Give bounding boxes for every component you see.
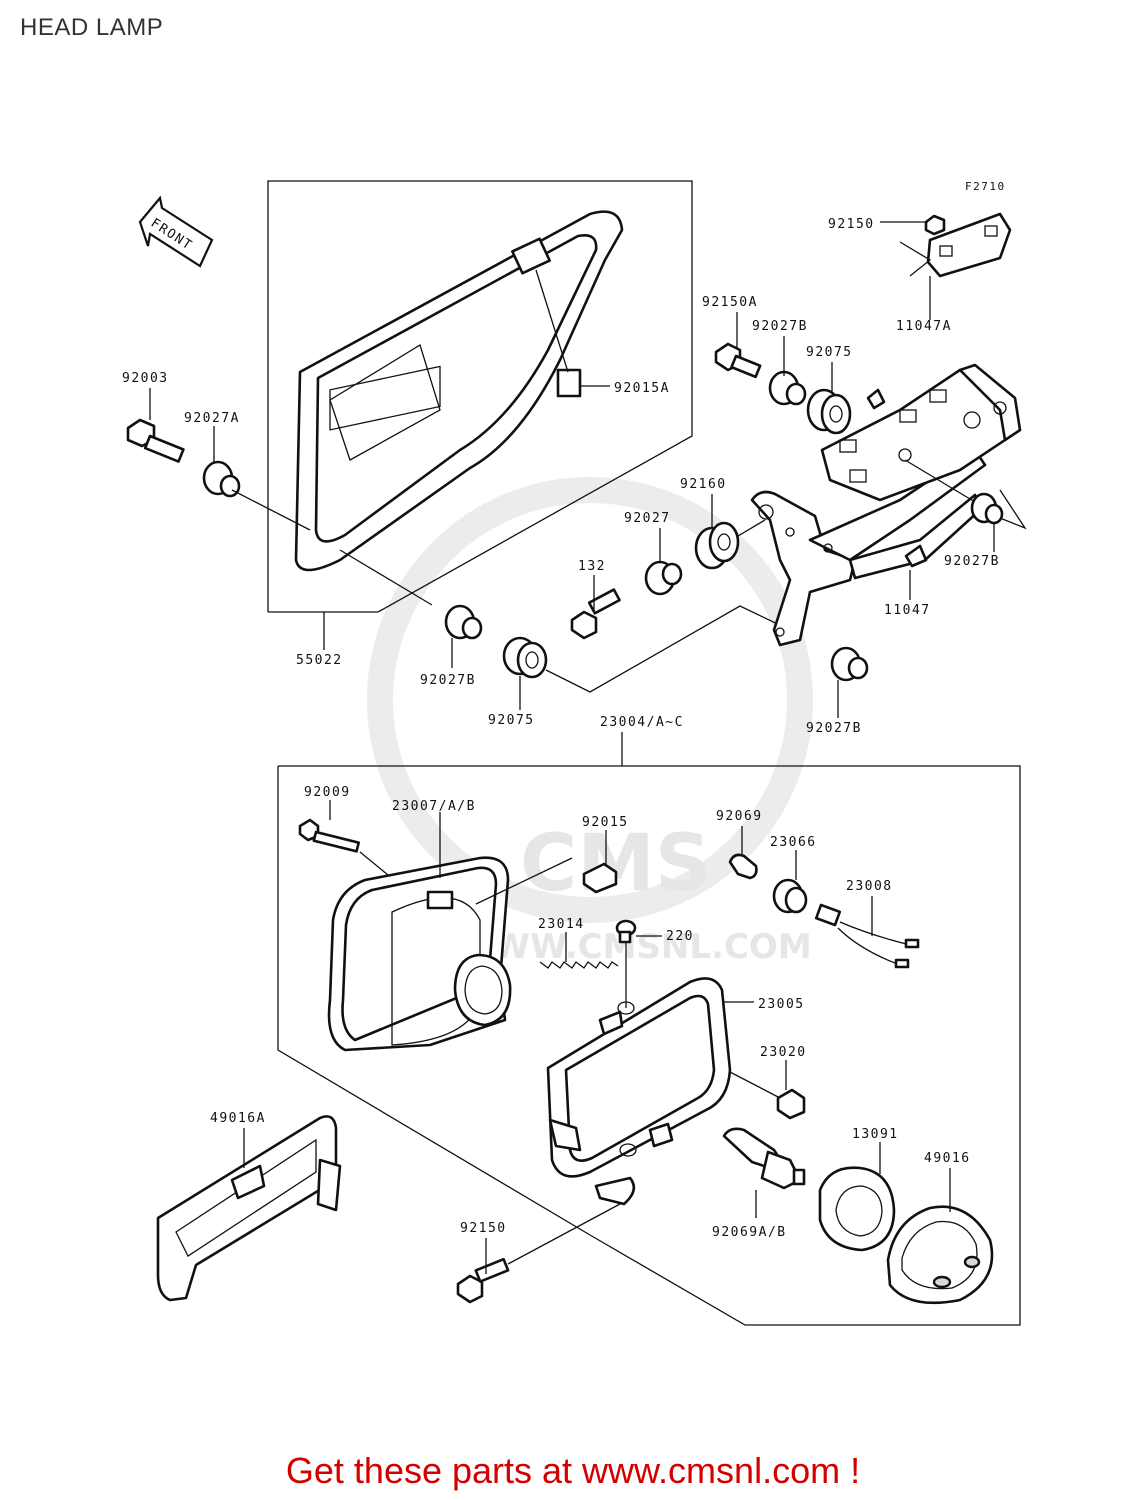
collar-92027b-bottom — [830, 646, 869, 682]
label-92069: 92069 — [716, 809, 763, 824]
label-23008: 23008 — [846, 879, 893, 894]
nut-23020 — [776, 1088, 806, 1120]
collar-92027b-right — [970, 492, 1004, 525]
label-92160: 92160 — [680, 477, 727, 492]
label-23007: 23007/A/B — [392, 799, 476, 814]
label-92150a: 92150A — [702, 295, 758, 310]
figure-code: F2710 — [965, 180, 1006, 193]
reflector-49016a — [156, 1115, 342, 1302]
dust-cover-13091 — [818, 1166, 896, 1252]
spring-23014 — [539, 961, 619, 969]
headlamp-unit-23007 — [327, 856, 512, 1052]
clip-92015 — [475, 857, 618, 905]
grommet-92075-lower — [502, 636, 548, 679]
label-92027a: 92027A — [184, 411, 240, 426]
label-13091: 13091 — [852, 1127, 899, 1142]
label-11047a: 11047A — [896, 319, 952, 334]
label-132: 132 — [578, 559, 606, 574]
screw-220 — [615, 919, 637, 1008]
cover-group-box — [267, 180, 693, 613]
dust-cover-49016 — [886, 1205, 994, 1305]
label-92027b: 92027B — [944, 554, 1000, 569]
label-49016: 49016 — [924, 1151, 971, 1166]
watermark: CMS WWW.CMSNL.COM — [367, 477, 813, 967]
label-92027b: 92027B — [806, 721, 862, 736]
label-92150-lower: 92150 — [460, 1221, 507, 1236]
bracket-11047a — [820, 363, 1022, 502]
screw-92009 — [298, 818, 360, 853]
label-92069ab: 92069A/B — [712, 1225, 787, 1240]
collar-92027b-upper — [768, 370, 807, 406]
bolt-92150-lower — [456, 1257, 510, 1304]
bulb-92069ab — [722, 1127, 806, 1190]
label-23005: 23005 — [758, 997, 805, 1012]
wire-harness-23008 — [814, 903, 920, 969]
label-11047: 11047 — [884, 603, 931, 618]
label-92003: 92003 — [122, 371, 169, 386]
leader-lines — [149, 221, 995, 1274]
part-labels: 92150 11047A 92150A 92027B 92075 92003 9… — [122, 217, 1000, 1240]
label-23014: 23014 — [538, 917, 585, 932]
bulb-92069 — [728, 853, 758, 880]
label-23004: 23004/A~C — [600, 715, 684, 730]
label-92075: 92075 — [806, 345, 853, 360]
label-92027b: 92027B — [420, 673, 476, 688]
label-23020: 23020 — [760, 1045, 807, 1060]
watermark-text: CMS — [520, 819, 711, 909]
headlamp-cover — [294, 210, 624, 572]
label-55022: 55022 — [296, 653, 343, 668]
footer-link-text[interactable]: Get these parts at www.cmsnl.com ! — [285, 1450, 861, 1491]
bracket-top-right — [899, 212, 1012, 278]
label-92015: 92015 — [582, 815, 629, 830]
label-92009: 92009 — [304, 785, 351, 800]
label-92150: 92150 — [828, 217, 875, 232]
headlamp-group-box — [277, 732, 1021, 1326]
front-arrow-icon: FRONT — [138, 195, 214, 268]
label-220: 220 — [666, 929, 694, 944]
bolt-132 — [570, 588, 621, 640]
label-92027b: 92027B — [752, 319, 808, 334]
bolt-92150a — [714, 342, 762, 379]
label-49016a: 49016A — [210, 1111, 266, 1126]
page-title: HEAD LAMP — [20, 14, 164, 41]
bolt-92003 — [126, 418, 185, 463]
label-92027: 92027 — [624, 511, 671, 526]
collar-92027 — [644, 560, 683, 596]
collar-92027b-lower — [444, 604, 483, 640]
lamp-frame-23005 — [546, 977, 754, 1206]
grommet-92160 — [694, 521, 740, 570]
label-92075: 92075 — [488, 713, 535, 728]
socket-23066 — [772, 878, 808, 914]
grommet-92075-upper — [806, 388, 852, 435]
exploded-parts-diagram: CMS WWW.CMSNL.COM F2710 FRONT — [122, 180, 1027, 1326]
label-92015a: 92015A — [614, 381, 670, 396]
label-23066: 23066 — [770, 835, 817, 850]
